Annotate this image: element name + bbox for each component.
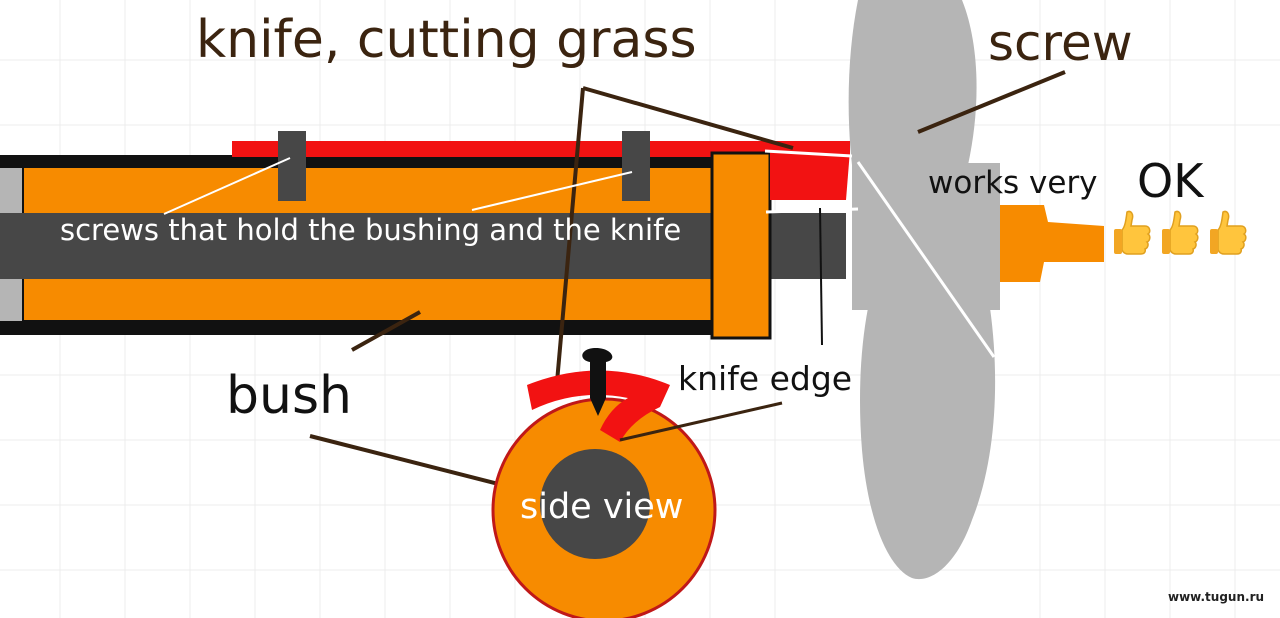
pointer-lines (309, 70, 1066, 489)
knife-strip-top (232, 141, 850, 157)
fixing-screw-1 (278, 131, 306, 201)
thumbs-up-icon (1162, 210, 1199, 255)
propeller-blade-top (848, 0, 977, 165)
side-view-screw (582, 348, 613, 416)
label-screws-hold: screws that hold the bushing and the kni… (60, 213, 682, 247)
label-bush: bush (226, 366, 353, 426)
pointer-bush-side (309, 434, 511, 489)
shaft (0, 213, 846, 279)
pointer-lines-screws (163, 157, 633, 215)
side-view (491, 348, 783, 618)
thumbs-up-row (1112, 208, 1248, 256)
knife-block (770, 150, 850, 200)
label-works-very: works very (928, 165, 1098, 201)
propeller-blade-bottom (860, 308, 996, 580)
label-side-view: side view (520, 487, 684, 527)
pointer-knife-to-strip (582, 86, 794, 150)
label-knife-edge: knife edge (678, 359, 853, 398)
propeller (848, 0, 1000, 580)
pointer-bush-top (351, 310, 421, 352)
thumbs-up-icon (1114, 210, 1151, 255)
pointer-knife-edge (619, 401, 783, 442)
side-view-knife (527, 370, 670, 442)
label-knife-cutting-grass: knife, cutting grass (196, 10, 697, 70)
label-ok: OK (1137, 154, 1204, 208)
knife-edge-pointer (819, 207, 823, 346)
watermark: www.tugun.ru (1168, 590, 1265, 604)
pointer-knife-to-sideview (555, 87, 585, 383)
collar (710, 151, 772, 340)
knife-edge-lines (764, 149, 996, 358)
fixing-screw-2 (622, 131, 650, 201)
output-shaft (1000, 205, 1104, 282)
pointer-screw (917, 70, 1066, 134)
label-screw: screw (988, 14, 1133, 72)
thumbs-up-icon (1210, 210, 1247, 255)
side-view-shaft (540, 449, 650, 559)
